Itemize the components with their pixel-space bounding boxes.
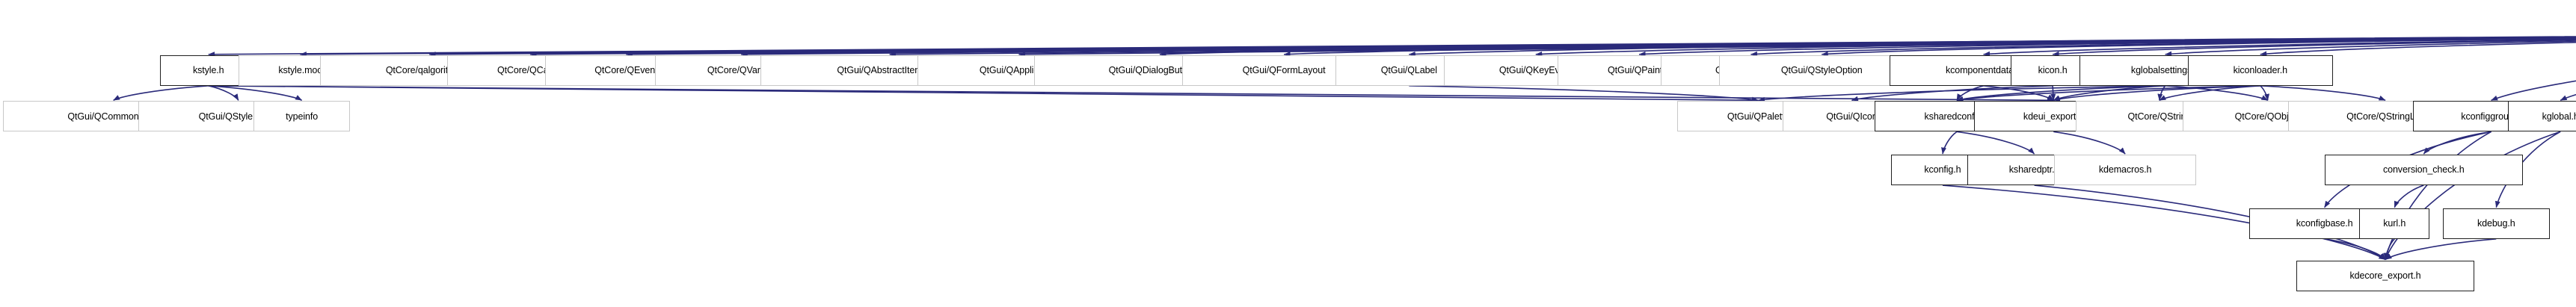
graph-edge-kglobal-to-kdecore_export [2385, 131, 2561, 260]
graph-edge-kstyle_cpp-to-kglobal [2560, 93, 2576, 102]
graph-node-label: QtGui/QPainter [1608, 65, 1671, 76]
graph-node-label: QtGui/QPalette [1727, 111, 1790, 122]
graph-node-label: QtCore/QObject [2234, 111, 2301, 122]
graph-node-label: QtCore/QString [2127, 111, 2192, 122]
graph-edge-kiconloader-to-qobject [2260, 85, 2270, 101]
graph-edge-kconfiggroup-to-conversion_check [2423, 131, 2492, 155]
graph-node-label: QtGui/QIcon [1826, 111, 1878, 122]
graph-node-kdemacros[interactable]: kdemacros.h [2054, 155, 2196, 186]
graph-node-kdebug[interactable]: kdebug.h [2442, 208, 2550, 239]
graph-edge-qlabel-to-qpalette [1409, 85, 1759, 102]
graph-node-label: kdecore_export.h [2349, 270, 2421, 281]
graph-edge-kconfigbase-to-kdecore_export [2324, 238, 2386, 261]
graph-node-label: typeinfo [286, 111, 319, 122]
graph-node-label: kiconloader.h [2233, 65, 2287, 76]
graph-edge-kconfig-to-kdecore_export [1942, 184, 2386, 261]
graph-edge-kstyle_cpp-to-kcomponentdata [1983, 39, 2576, 57]
graph-edge-kicon-to-qicon [1851, 85, 2053, 102]
graph-edge-ksharedconfig-to-kconfig [1941, 131, 1958, 155]
graph-edge-kstyle_cpp-to-kiconloader [2260, 41, 2576, 57]
graph-edge-kglobalsettings-to-qobject [2165, 85, 2269, 102]
graph-node-label: kconfigbase.h [2296, 218, 2353, 229]
graph-edge-ksharedconfig-to-ksharedptr [1956, 131, 2035, 155]
graph-node-label: QtGui/QCommonStyle [67, 111, 159, 122]
graph-node-label: kdebug.h [2477, 218, 2515, 229]
graph-edge-kstyle_cpp-to-qpainter [1638, 37, 2576, 57]
graph-node-label: QtGui/QLabel [1380, 65, 1437, 76]
graph-node-label: kstyle.moc [278, 65, 322, 76]
graph-edge-kiconloader-to-qstringlist [2260, 85, 2386, 102]
graph-edge-kglobalsettings-to-qpalette [1758, 85, 2165, 102]
graph-edge-kiconloader-to-kdeui_export [2053, 85, 2260, 102]
graph-node-label: kglobalsettings.h [2130, 65, 2200, 76]
graph-edge-kstyle_h-to-qstyleplugin [208, 85, 239, 101]
graph-node-kdecore_export[interactable]: kdecore_export.h [2296, 260, 2475, 291]
graph-edge-conversion_check-to-kurl [2394, 184, 2424, 208]
graph-edge-kstyle_cpp-to-qstyleoption [1821, 37, 2576, 57]
graph-node-label: kcomponentdata.h [1945, 65, 2022, 76]
graph-edge-kstyle_cpp-to-qlabel [1408, 36, 2576, 57]
graph-node-label: kicon.h [2038, 65, 2068, 76]
graph-node-label: QtCore/QStringList [2346, 111, 2424, 122]
graph-node-label: kconfiggroup.h [2461, 111, 2521, 122]
graph-edge-kiconloader-to-ksharedconfig [1956, 85, 2260, 102]
graph-edge-kstyle_cpp-to-kglobalsettings [2165, 40, 2576, 57]
graph-edge-kdeui_export-to-kdemacros [2053, 131, 2126, 155]
graph-node-label: QtGui/QKeyEvent [1498, 65, 1573, 76]
graph-edge-kstyle_cpp-to-qformlayout [1283, 36, 2576, 57]
graph-node-label: QtCore/QVariant [707, 65, 775, 76]
graph-node-kglobal[interactable]: kglobal.h [2507, 101, 2576, 132]
graph-edge-kstyle_cpp-to-qkeyevent [1535, 37, 2576, 57]
graph-edge-kstyle_cpp-to-kconfiggroup [2491, 80, 2576, 102]
graph-edge-kdebug-to-kdecore_export [2385, 238, 2497, 261]
graph-node-label: QtGui/QAbstractItemView [837, 65, 942, 76]
graph-node-label: kstyle.h [192, 65, 224, 76]
graph-node-conversion_check[interactable]: conversion_check.h [2324, 155, 2523, 186]
graph-node-label: QtGui/QFormLayout [1242, 65, 1326, 76]
graph-node-label: kconfig.h [1924, 164, 1961, 176]
graph-node-label: ksharedconfig.h [1924, 111, 1990, 122]
graph-node-label: kdemacros.h [2098, 164, 2152, 176]
graph-edge-kstyle_cpp-to-qdialogbuttonbox [1159, 36, 2576, 57]
graph-edge-kstyle_cpp-to-kicon [2052, 39, 2576, 57]
graph-edge-kiconloader-to-qstring [2159, 85, 2260, 102]
graph-node-kiconloader[interactable]: kiconloader.h [2187, 55, 2333, 86]
graph-node-label: ksharedptr.h [2008, 164, 2060, 176]
graph-edge-kstyle_h-to-qcommonstyle [113, 85, 209, 102]
graph-node-label: conversion_check.h [2382, 164, 2465, 176]
graph-node-label: kdeui_export.h [2023, 111, 2084, 122]
graph-node-label: QtCore/QEvent [594, 65, 658, 76]
graph-node-label: kglobal.h [2542, 111, 2576, 122]
graph-node-label: kurl.h [2383, 218, 2406, 229]
graph-node-typeinfo[interactable]: typeinfo [253, 101, 351, 132]
graph-edge-kstyle_h-to-typeinfo [208, 85, 303, 102]
graph-node-label: QtGui/QStyleOption [1780, 65, 1863, 76]
graph-node-kurl[interactable]: kurl.h [2359, 208, 2430, 239]
